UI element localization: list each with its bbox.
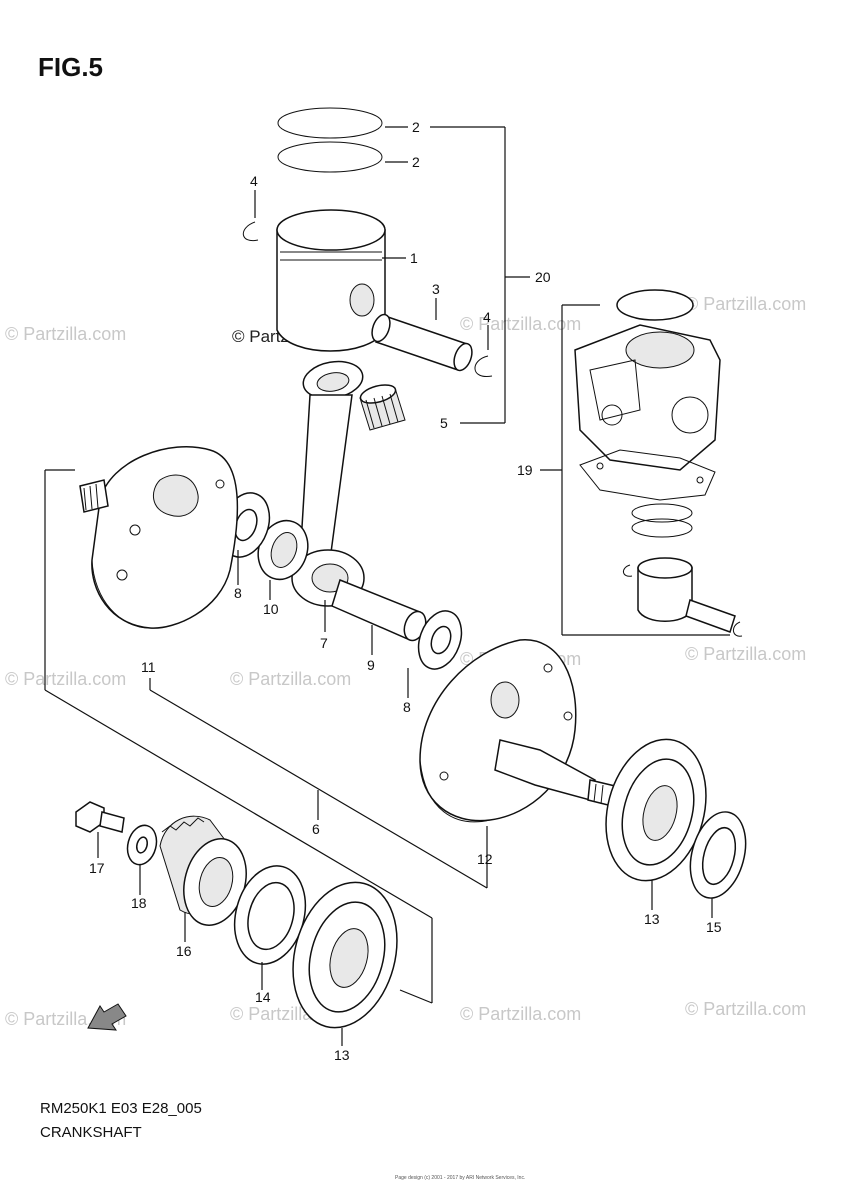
crank-bearing-right bbox=[605, 738, 707, 882]
part-label: 5 bbox=[440, 415, 448, 431]
part-label: 2 bbox=[412, 119, 420, 135]
diagram-code: RM250K1 E03 E28_005 bbox=[40, 1100, 202, 1117]
crank-pin bbox=[331, 579, 427, 642]
part-label: 15 bbox=[706, 919, 722, 935]
oil-seal-right bbox=[689, 811, 747, 899]
piston-rings bbox=[277, 107, 383, 173]
part-label: 16 bbox=[176, 943, 192, 959]
part-label: 4 bbox=[483, 309, 491, 325]
piston-pin bbox=[371, 313, 473, 372]
connecting-rod bbox=[291, 360, 365, 607]
watermark: © Partzilla.com bbox=[5, 669, 126, 689]
leader-lines bbox=[44, 126, 730, 1046]
crankshaft-right-half bbox=[419, 639, 616, 823]
part-label: 17 bbox=[89, 860, 105, 876]
part-label: 12 bbox=[477, 851, 493, 867]
part-label: 18 bbox=[131, 895, 147, 911]
part-label: 13 bbox=[644, 911, 660, 927]
part-label: 6 bbox=[312, 821, 320, 837]
part-label: 13 bbox=[334, 1047, 350, 1063]
part-label: 1 bbox=[410, 250, 418, 266]
primary-drive-gear bbox=[159, 815, 247, 926]
part-labels: 2 2 4 1 20 3 4 5 19 8 10 7 9 11 8 6 12 1… bbox=[89, 119, 722, 1063]
circlip-lower bbox=[474, 355, 493, 377]
part-label: 8 bbox=[234, 585, 242, 601]
fwd-arrow-icon bbox=[87, 1003, 127, 1031]
crankshaft-left-half bbox=[79, 446, 239, 629]
part-label: 3 bbox=[432, 281, 440, 297]
part-label: 2 bbox=[412, 154, 420, 170]
part-label: 14 bbox=[255, 989, 271, 1005]
part-label: 7 bbox=[320, 635, 328, 651]
circlip-upper bbox=[242, 221, 259, 242]
piston bbox=[276, 209, 386, 352]
watermark: © Partzilla.com bbox=[685, 294, 806, 314]
watermark: © Partzilla.com bbox=[685, 999, 806, 1019]
watermark: © Partzilla.com bbox=[230, 669, 351, 689]
crank-bearing-left bbox=[292, 881, 398, 1029]
part-label: 20 bbox=[535, 269, 551, 285]
copyright-note: Page design (c) 2001 - 2017 by ARI Netwo… bbox=[395, 1175, 526, 1181]
part-label: 10 bbox=[263, 601, 279, 617]
watermark: © Partzilla.com bbox=[460, 314, 581, 334]
part-label: 8 bbox=[403, 699, 411, 715]
oil-seal-left bbox=[233, 865, 307, 965]
watermark: © Partzilla.com bbox=[5, 324, 126, 344]
gear-washer bbox=[126, 824, 158, 866]
thrust-washer-right bbox=[417, 610, 463, 670]
diagram-section-name: CRANKSHAFT bbox=[40, 1124, 142, 1141]
watermark: © Partzilla.com bbox=[460, 1004, 581, 1024]
gear-bolt bbox=[75, 801, 125, 833]
part-label: 4 bbox=[250, 173, 258, 189]
watermark: © Partzilla.com bbox=[685, 644, 806, 664]
part-label: 9 bbox=[367, 657, 375, 673]
part-label: 11 bbox=[141, 659, 156, 675]
small-end-bearing bbox=[359, 384, 406, 431]
figure-title: FIG.5 bbox=[38, 52, 104, 82]
part-label: 19 bbox=[517, 462, 533, 478]
top-end-kit-inset bbox=[574, 289, 743, 637]
